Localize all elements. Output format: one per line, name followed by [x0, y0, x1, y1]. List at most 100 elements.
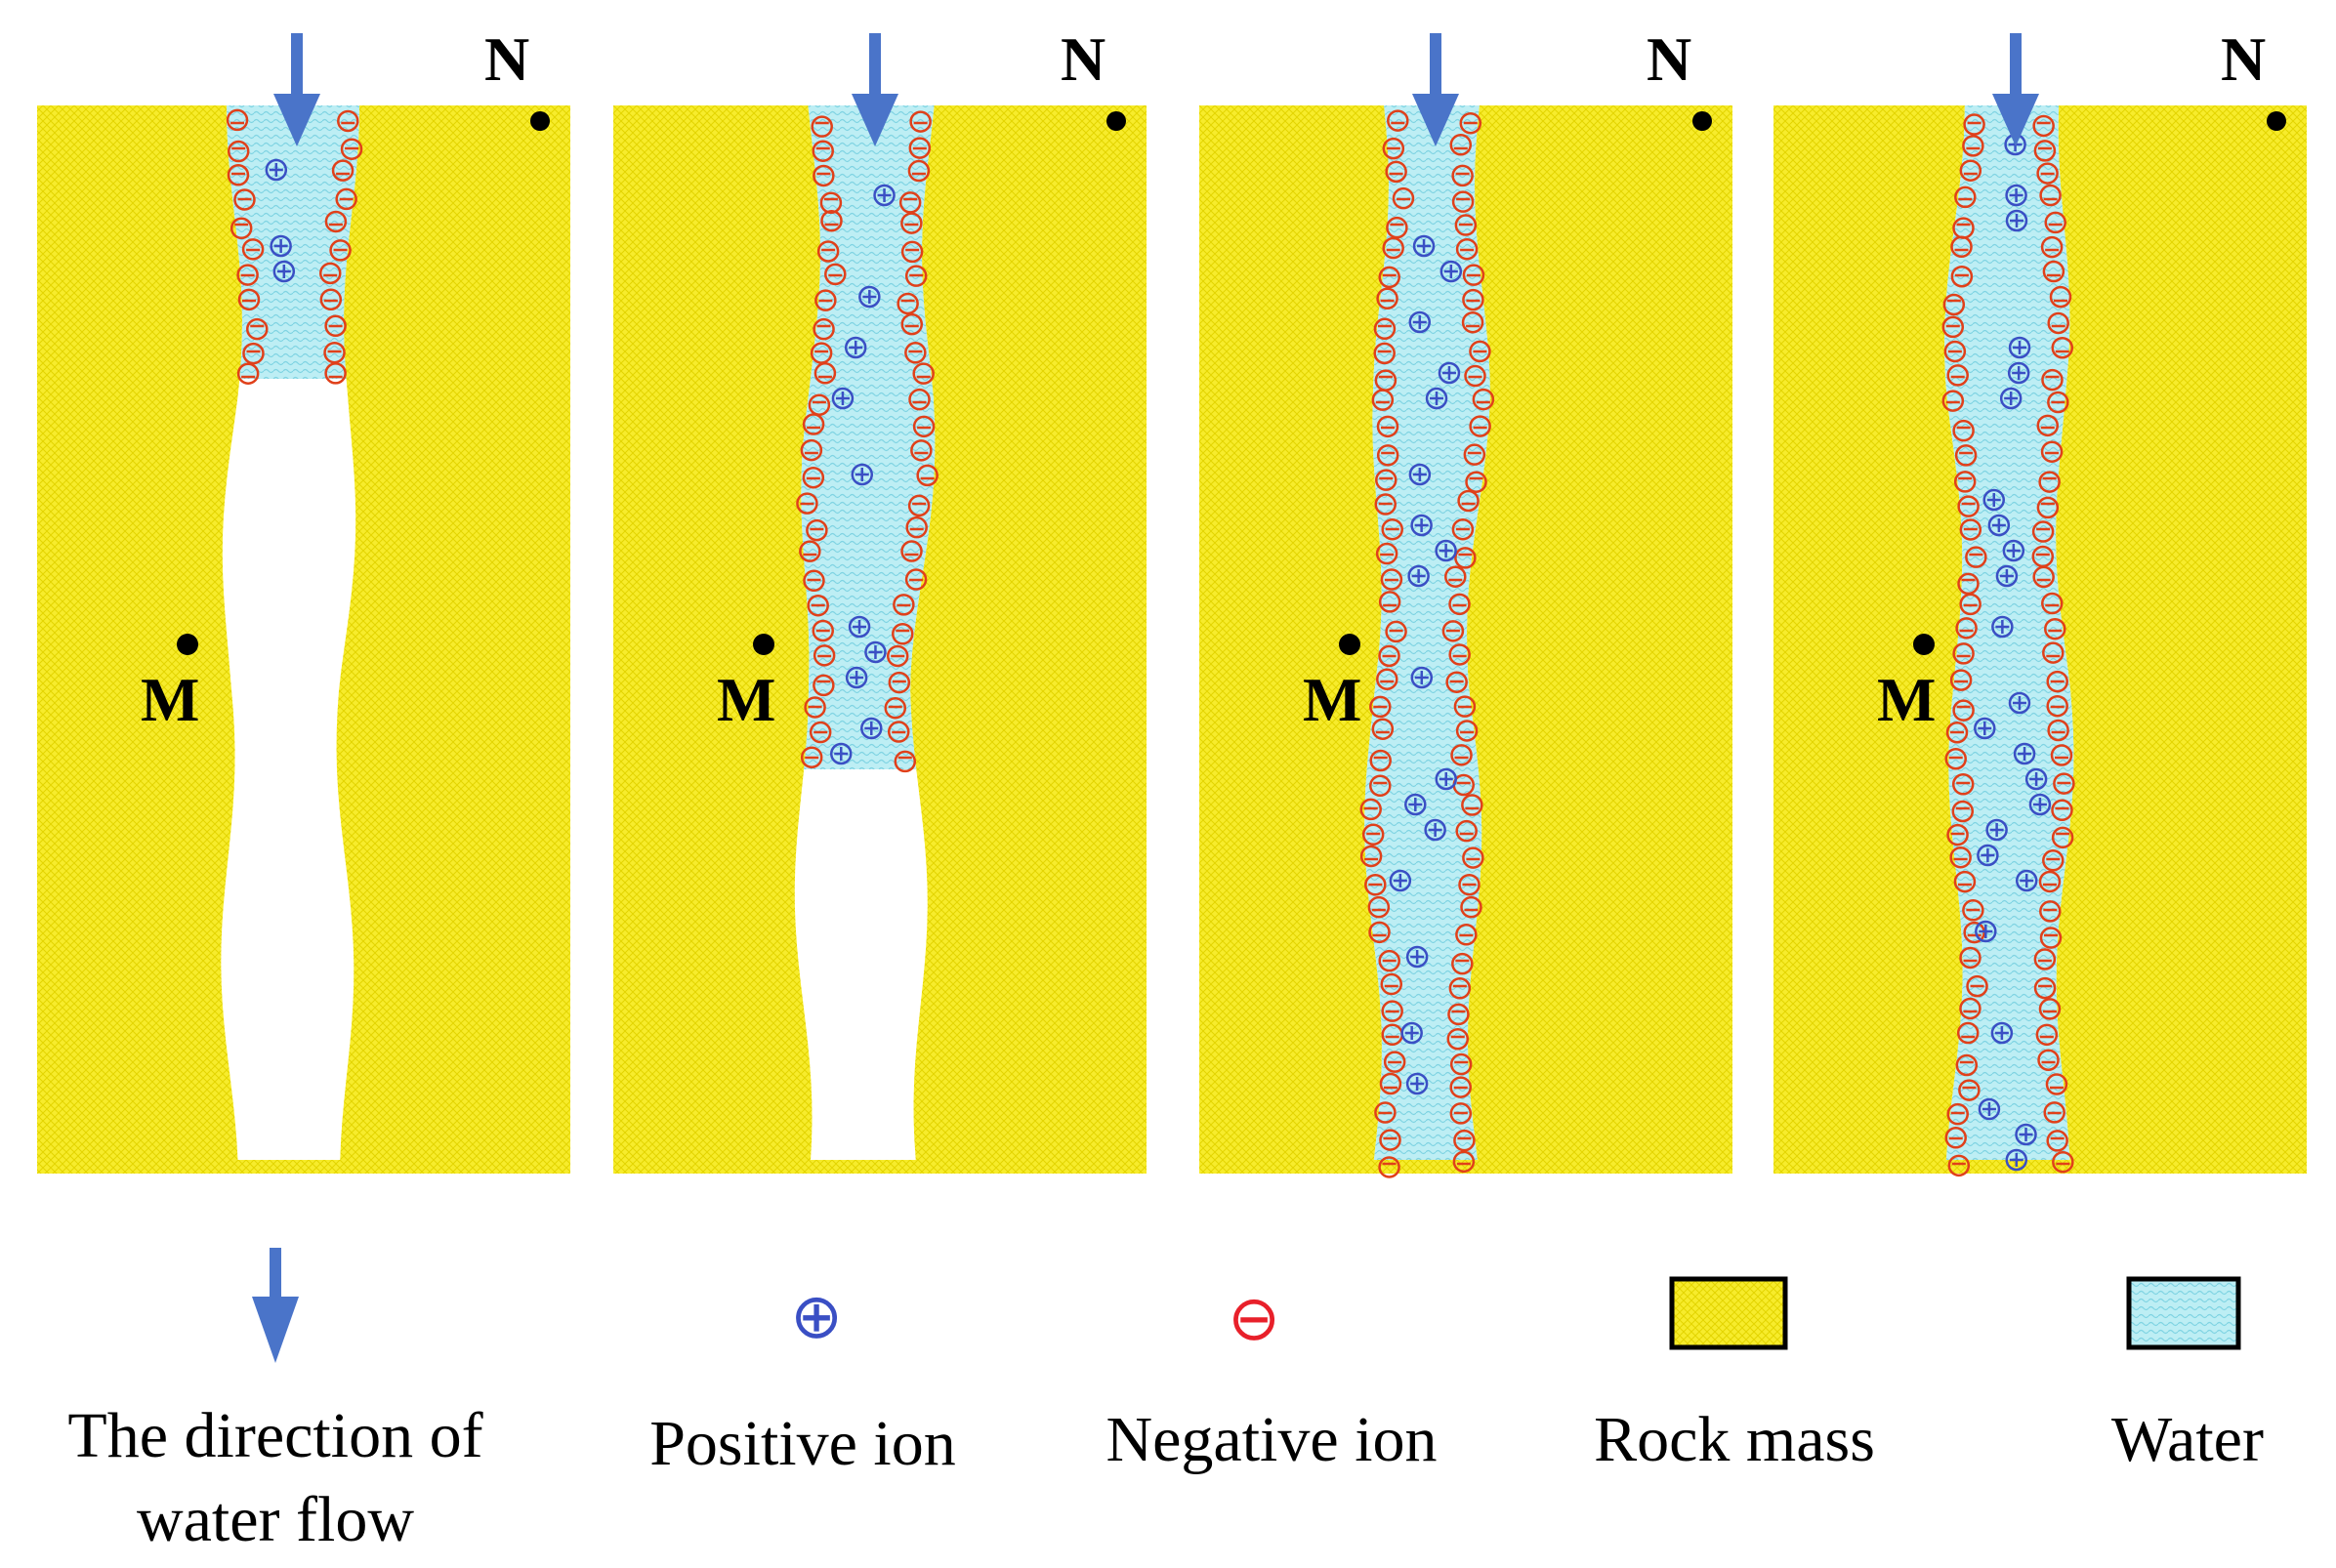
negative-ion [227, 164, 250, 186]
negative-ion [1381, 1000, 1403, 1022]
negative-ion [1966, 974, 1988, 998]
legend-positive-ion-icon: ⊕ [790, 1281, 843, 1353]
negative-ion [1463, 443, 1486, 466]
negative-ion [813, 317, 835, 341]
negative-ion [1944, 1127, 1967, 1149]
negative-ion [1462, 264, 1485, 286]
positive-ion [1435, 539, 1457, 562]
negative-ion [2042, 260, 2065, 283]
negative-ion [2032, 565, 2055, 589]
negative-ion [806, 518, 828, 542]
negative-ion [1941, 315, 1965, 339]
negative-ion [2036, 414, 2060, 437]
legend-rock-swatch-icon [1669, 1276, 1788, 1350]
negative-ion [1458, 873, 1481, 896]
negative-ion [1956, 1021, 1980, 1045]
negative-ion [888, 671, 911, 694]
negative-ion [1957, 495, 1980, 517]
point-m-marker [177, 634, 198, 655]
negative-ion [807, 594, 829, 617]
negative-ion [1955, 617, 1978, 640]
negative-ion [1359, 798, 1382, 821]
point-m-label: M [717, 665, 775, 734]
negative-ion [892, 623, 914, 645]
positive-ion [1435, 767, 1457, 791]
negative-ion [916, 464, 939, 487]
negative-ion [910, 439, 933, 462]
negative-ion [1452, 1150, 1476, 1174]
negative-ion [1962, 899, 1984, 922]
positive-ion [2002, 539, 2025, 562]
positive-ion [1977, 844, 1999, 867]
point-n-label: N [1061, 24, 1105, 94]
negative-ion [1376, 287, 1398, 310]
negative-ion [907, 159, 931, 183]
negative-ion [2051, 826, 2074, 849]
negative-ion [2041, 368, 2064, 392]
negative-ion [2047, 391, 2069, 414]
negative-ion [1376, 668, 1398, 690]
negative-ion [2044, 211, 2066, 234]
flow-arrow-icon [852, 33, 898, 146]
positive-ion [831, 387, 855, 410]
positive-ion [864, 640, 887, 664]
negative-ion [1385, 160, 1407, 184]
flow-arrow-icon [1412, 33, 1459, 146]
positive-ion [1974, 717, 1996, 740]
negative-ion [802, 466, 825, 489]
negative-ion [1392, 186, 1415, 210]
negative-ion [1378, 591, 1401, 613]
negative-ion [1375, 542, 1398, 565]
negative-ion [1374, 1101, 1397, 1124]
negative-ion [900, 212, 923, 234]
negative-ion [1472, 388, 1495, 411]
negative-ion [1376, 415, 1399, 438]
negative-ion [2047, 311, 2069, 335]
positive-ion [1982, 488, 2005, 512]
point-m-label: M [1877, 665, 1936, 734]
negative-ion [912, 415, 936, 438]
negative-ion [319, 288, 343, 311]
negative-ion [1376, 444, 1399, 467]
legend-rock-mass-label: Rock mass [1594, 1404, 1875, 1475]
negative-ion [2045, 1073, 2068, 1095]
positive-ion [851, 463, 874, 486]
negative-ion [1451, 164, 1474, 187]
negative-ion [799, 540, 821, 562]
negative-ion [2051, 336, 2074, 359]
negative-ion [887, 721, 910, 743]
negative-ion [2036, 162, 2059, 185]
positive-ion [2008, 691, 2031, 715]
negative-ion [1369, 695, 1392, 719]
negative-ion [894, 750, 917, 773]
positive-ion [2008, 336, 2031, 359]
positive-ion [2013, 742, 2036, 765]
negative-ion [1953, 471, 1977, 493]
negative-ion [236, 264, 259, 286]
positive-ion [2005, 209, 2028, 232]
point-n-label: N [2221, 24, 2266, 94]
negative-ion [2040, 235, 2064, 259]
negative-ion [1461, 794, 1483, 816]
negative-ion [1949, 846, 1972, 869]
negative-ion [810, 342, 833, 364]
negative-ion [246, 317, 269, 341]
negative-ion [1361, 823, 1385, 846]
negative-ion [1455, 237, 1479, 261]
negative-ion [802, 413, 825, 435]
negative-ion [340, 138, 363, 160]
negative-ion [804, 696, 826, 719]
negative-ion [329, 239, 352, 262]
negative-ion [1944, 747, 1967, 770]
negative-ion [1959, 946, 1981, 970]
negative-ion [912, 362, 935, 385]
negative-ion [2036, 496, 2060, 519]
water-body [801, 105, 936, 769]
negative-ion [1952, 699, 1975, 722]
flow-arrow-icon [273, 33, 320, 146]
positive-ion [1410, 666, 1434, 689]
negative-ion [816, 240, 840, 263]
negative-ion [1447, 1003, 1470, 1026]
negative-ion [1469, 415, 1491, 437]
negative-ion [2050, 744, 2073, 766]
